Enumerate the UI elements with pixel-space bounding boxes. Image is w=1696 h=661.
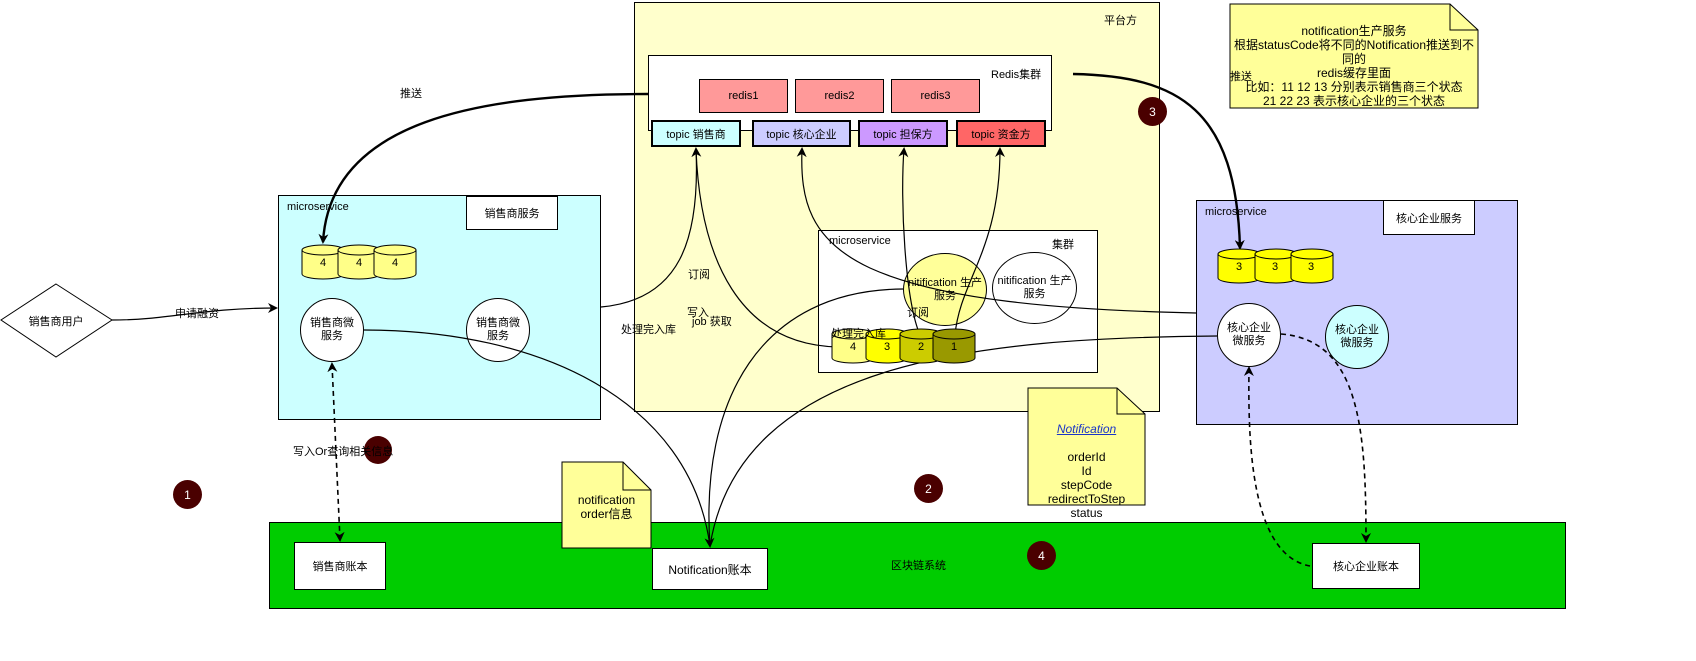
cluster-label-processed: 处理完入库 xyxy=(831,328,886,340)
queue-label-3: 2 xyxy=(918,341,925,353)
platform-label: 平台方 xyxy=(1104,15,1137,27)
dealer-ledger: 销售商账本 xyxy=(294,542,386,590)
note-notification-text: Notification orderId Id stepCode redirec… xyxy=(1028,408,1145,520)
notification-service-node-1: nitification 生产服务 xyxy=(903,253,987,326)
core-ledger: 核心企业账本 xyxy=(1312,543,1420,589)
dealer-cache xyxy=(301,244,417,280)
dealer-cache-cylinder-3 xyxy=(373,244,417,280)
notification-service-node-2: nitification 生产服务 xyxy=(992,252,1077,324)
core-microservice-label: microservice xyxy=(1205,206,1267,218)
topic-core: topic 核心企业 xyxy=(752,120,851,147)
note-top-right-shape xyxy=(1229,3,1479,109)
notification-fields: orderId Id stepCode redirectToStep statu… xyxy=(1047,450,1126,520)
dealer-user-diamond xyxy=(0,283,113,358)
edge-core-ledger-dashed-left xyxy=(1243,366,1311,567)
edge-label-job-fetch: job 获取 xyxy=(692,316,732,328)
marker-4: 4 xyxy=(1027,541,1056,570)
core-cache-cylinder-1 xyxy=(1217,248,1261,284)
dealer-cache-cylinder-1 xyxy=(301,244,345,280)
cluster-label-subscribe: 订阅 xyxy=(907,307,929,319)
dealer-cache-label-1: 4 xyxy=(320,257,327,269)
core-microservice-node-1: 核心企业微服务 xyxy=(1217,303,1281,367)
redis-node-3: redis3 xyxy=(891,79,980,113)
dealer-microservice-label: microservice xyxy=(287,201,349,213)
edge-notification-to-ledger xyxy=(704,288,904,548)
edge-dealer-subscribe xyxy=(600,147,702,308)
topic-dealer: topic 销售商 xyxy=(651,120,741,147)
edge-dealer-ledger-dashed xyxy=(327,362,345,542)
edge-core-ledger-dashed-right xyxy=(1280,333,1371,543)
redis-cluster-label: Redis集群 xyxy=(991,69,1042,81)
queue-label-4: 1 xyxy=(951,341,958,353)
edge-label-subscribe: 订阅 xyxy=(688,269,710,281)
edge-push-to-core xyxy=(1072,72,1245,250)
edge-label-write: 写入 xyxy=(687,307,709,319)
core-cache xyxy=(1217,248,1334,284)
edge-funder xyxy=(954,147,1005,336)
edge-core-subscribe xyxy=(796,147,1197,314)
queue-label-2: 3 xyxy=(884,341,891,353)
note-order-info-shape xyxy=(561,461,652,549)
edge-topic-to-queue xyxy=(695,148,839,348)
edge-dealer-to-ledger xyxy=(363,329,711,547)
edge-label-write-query: 写入Or查询相关信息 xyxy=(293,446,394,458)
core-service-title: 核心企业服务 xyxy=(1383,200,1475,235)
dealer-cache-label-3: 4 xyxy=(392,257,399,269)
dealer-service-title: 销售商服务 xyxy=(466,196,558,230)
dealer-cache-label-2: 4 xyxy=(356,257,363,269)
core-cache-cylinder-3 xyxy=(1290,248,1334,284)
notification-link[interactable]: Notification xyxy=(1056,422,1117,436)
marker-1: 1 xyxy=(173,480,202,509)
queue-label-1: 4 xyxy=(850,341,857,353)
marker-hidden xyxy=(364,436,392,464)
edge-guarantor xyxy=(898,147,921,336)
redis-node-1: redis1 xyxy=(699,79,788,113)
edge-push-to-dealer xyxy=(318,92,649,244)
blockchain-label: 区块链系统 xyxy=(891,560,946,572)
edge-label-push-left: 推送 xyxy=(400,88,422,100)
core-microservice-node-2: 核心企业微服务 xyxy=(1325,305,1389,369)
notification-queue xyxy=(831,328,976,364)
edge-core-to-ledger xyxy=(709,335,1218,547)
note-shapes xyxy=(561,3,1479,549)
notification-ledger: Notification账本 xyxy=(652,548,768,590)
edge-label-processed: 处理完入库 xyxy=(621,324,676,336)
dealer-cache-cylinder-2 xyxy=(337,244,381,280)
dealer-user-label: 销售商用户 xyxy=(28,316,84,328)
note-top-right-text: notification生产服务 根据statusCode将不同的Notific… xyxy=(1233,24,1475,108)
edge-apply-financing xyxy=(111,303,278,321)
core-cache-label-1: 3 xyxy=(1236,261,1243,273)
notification-microservice-label: microservice xyxy=(829,235,891,247)
edge-label-push-right: 推送 xyxy=(1230,71,1252,83)
core-cache-label-2: 3 xyxy=(1272,261,1279,273)
notification-cluster-label: 集群 xyxy=(1052,239,1074,251)
marker-2: 2 xyxy=(914,474,943,503)
marker-3: 3 xyxy=(1138,97,1167,126)
topic-funder: topic 资金方 xyxy=(956,120,1046,147)
note-order-info-text: notification order信息 xyxy=(577,493,636,521)
dealer-microservice-node-1: 销售商微服务 xyxy=(300,298,364,362)
redis-node-2: redis2 xyxy=(795,79,884,113)
edge-label-apply: 申请融资 xyxy=(175,308,219,320)
queue-cylinder-4 xyxy=(932,328,976,364)
topic-guarantor: topic 担保方 xyxy=(858,120,948,147)
note-notification-shape xyxy=(1027,387,1146,506)
core-cache-label-3: 3 xyxy=(1308,261,1315,273)
